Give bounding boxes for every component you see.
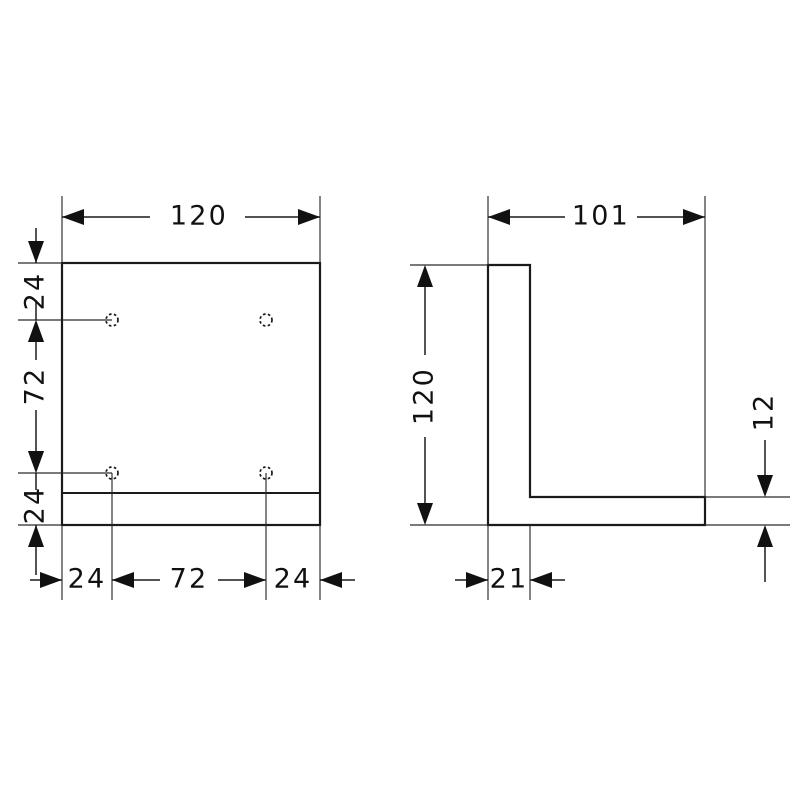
arrow-down-120v	[417, 503, 433, 525]
mounting-hole-bottom-left	[105, 466, 119, 480]
dim-label-side-shelf-thickness: 12	[749, 393, 780, 432]
arrow-right-101	[683, 209, 705, 225]
dim-label-side-plate-thickness: 21	[490, 564, 529, 595]
arrow-up-24-bottom	[28, 525, 44, 547]
arrow-up-72	[28, 320, 44, 342]
arrow-left-120	[62, 209, 84, 225]
dim-front-width-120: 120	[62, 201, 320, 232]
arrow-bottom-24-left	[40, 572, 62, 588]
dim-label-front-bottom-offset: 24	[20, 486, 51, 525]
side-view-group: 101 120 12 21	[409, 196, 790, 600]
arrow-bottom-24-right	[320, 572, 342, 588]
dim-label-front-width: 120	[170, 201, 228, 232]
dim-label-front-left-offset: 24	[68, 564, 107, 595]
dim-front-bottom-offset-24: 24	[20, 451, 51, 575]
dim-side-plate-21: 21	[455, 564, 565, 595]
arrow-down-24-top	[28, 241, 44, 263]
dim-label-side-height: 120	[409, 367, 440, 425]
front-view-group: 120 24 72 24	[18, 196, 355, 600]
mounting-hole-top-right	[259, 313, 273, 327]
dim-label-front-hole-span-v: 72	[20, 367, 51, 406]
arrow-down-12	[757, 475, 773, 497]
dim-front-bottom-chain: 24 72 24	[30, 564, 355, 595]
dim-side-shelf-12: 12	[749, 393, 780, 582]
arrow-bottom-72-right	[244, 572, 266, 588]
dim-side-depth-101: 101	[488, 201, 705, 232]
mounting-hole-top-left	[105, 313, 119, 327]
dim-label-front-right-offset: 24	[274, 564, 313, 595]
dim-side-height-120: 120	[409, 265, 440, 525]
arrow-up-12	[757, 525, 773, 547]
dim-label-front-hole-span-h: 72	[170, 564, 209, 595]
dim-label-side-depth: 101	[572, 201, 630, 232]
mounting-hole-bottom-right	[259, 466, 273, 480]
arrow-21-left	[466, 572, 488, 588]
arrow-down-24-bottom	[28, 451, 44, 473]
arrow-left-101	[488, 209, 510, 225]
arrow-bottom-72-left	[112, 572, 134, 588]
arrow-right-120	[298, 209, 320, 225]
arrow-up-120v	[417, 265, 433, 287]
dim-label-front-top-offset: 24	[20, 272, 51, 311]
arrow-21-right	[530, 572, 552, 588]
